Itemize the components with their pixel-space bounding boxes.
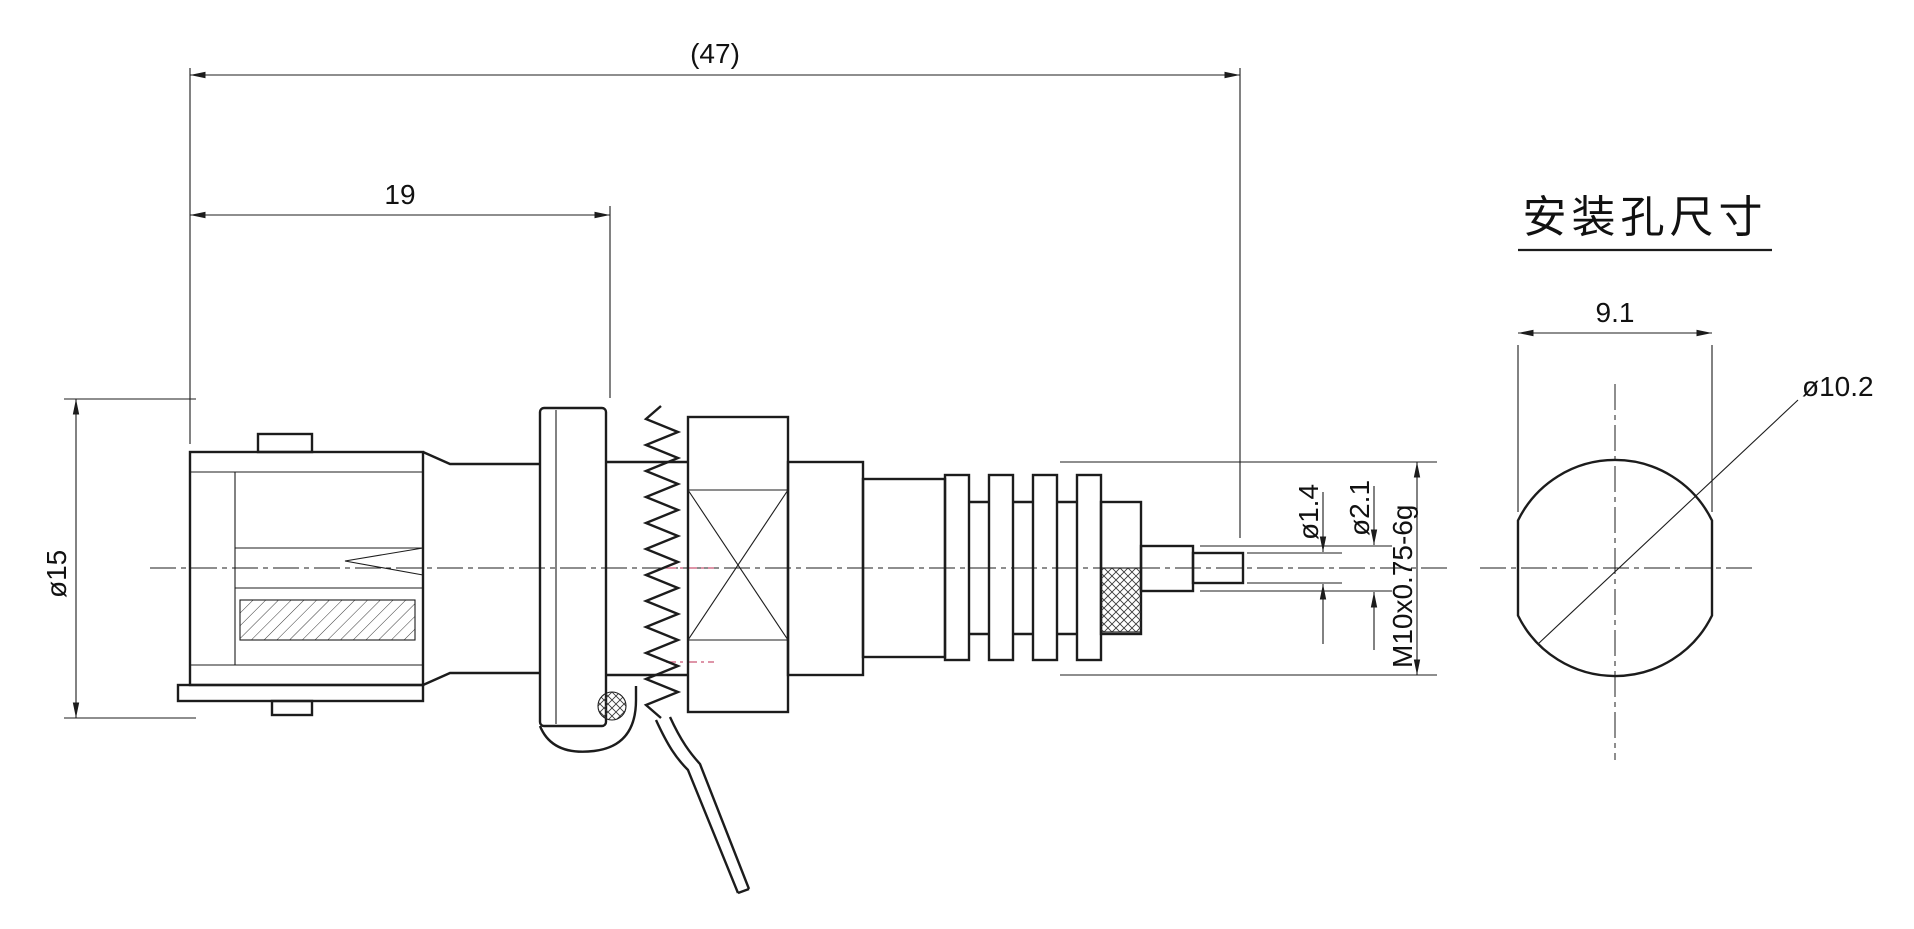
ground-wire-end <box>737 887 750 895</box>
dim-hole-diameter-label: ø10.2 <box>1802 371 1874 402</box>
gasket-section-hatch <box>597 691 627 721</box>
insulator-section-hatch <box>239 599 416 641</box>
dim-flat-width-label: 9.1 <box>1596 297 1635 328</box>
flange-outline <box>538 406 608 728</box>
rib-3 <box>1031 473 1059 662</box>
connector-side-view <box>150 405 1452 895</box>
rib-2 <box>987 473 1015 662</box>
shell-bottom-lip <box>176 683 425 703</box>
ground-wire-edge-2 <box>668 716 751 890</box>
rib-grooves <box>969 500 1077 636</box>
center-pin <box>1191 551 1245 585</box>
dim-insulator-diameter-label: ø2.1 <box>1344 480 1375 536</box>
flange-skirt <box>538 686 638 753</box>
mounting-hole-view: 安装孔尺寸 9.1 ø10.2 <box>1480 193 1874 760</box>
hex-diagonal-2 <box>687 489 789 641</box>
neck-transition <box>422 450 540 687</box>
bayonet-lug-bottom <box>270 699 314 717</box>
mounting-hole-outline <box>1516 458 1714 678</box>
ground-wire-edge-1 <box>654 719 740 894</box>
hole-view-title: 安装孔尺寸 <box>1523 193 1768 242</box>
lock-washer-teeth <box>642 405 682 719</box>
side-view-dimensions: (47) 19 ø15 ø1.4 ø2.1 M10x0.75-6g <box>41 38 1437 719</box>
rib-1 <box>943 473 971 662</box>
dim-hole-diameter-leader <box>1537 399 1799 645</box>
dim-body-diameter-label: ø15 <box>41 550 72 598</box>
bayonet-lug-top <box>256 432 314 454</box>
dim-front-length-label: 19 <box>384 179 415 210</box>
tail-insulator-hatch <box>1100 567 1142 633</box>
center-contact <box>344 547 424 576</box>
dim-pin-diameter-label: ø1.4 <box>1293 484 1324 540</box>
dim-thread-label: M10x0.75-6g <box>1387 505 1418 668</box>
dim-overall-length-label: (47) <box>690 38 740 69</box>
